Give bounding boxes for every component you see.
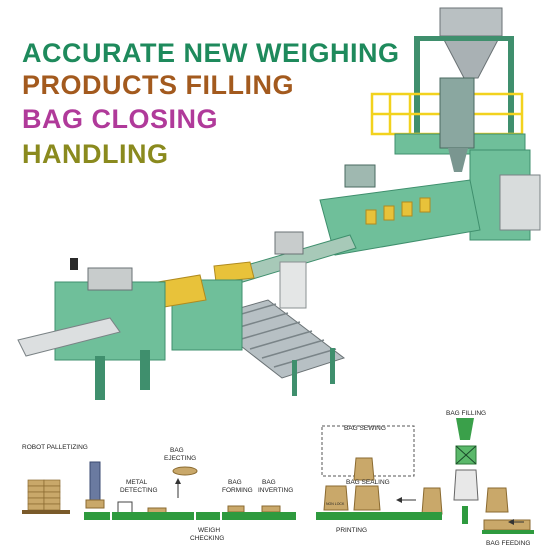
- process-flow-diagram: ROBOT PALLETIZING METAL DETECTING BAG EJ…: [22, 410, 534, 547]
- hopper-funnel: [441, 35, 501, 79]
- label-bag-inverting: BAG: [262, 479, 276, 486]
- ejected-bag: [172, 466, 198, 476]
- conveyor: [316, 512, 442, 520]
- indicator-light: [70, 258, 78, 270]
- label-bag-sealing: BAG SEALING: [346, 479, 390, 486]
- label-metal-detecting: DETECTING: [120, 487, 158, 494]
- filling-spout: [456, 418, 474, 440]
- label-bag-ejecting: EJECTING: [164, 455, 196, 462]
- weigh-conveyor: [196, 512, 220, 520]
- bags-on-line: [365, 197, 431, 225]
- pallet: [22, 510, 70, 514]
- former-leg: [95, 356, 105, 400]
- tower-beam: [414, 36, 514, 41]
- headline-handling: HANDLING: [22, 139, 169, 169]
- tower-leg: [414, 36, 420, 146]
- pallet-stack: [27, 479, 61, 511]
- former-control-panel: [87, 267, 133, 291]
- conveyor: [144, 512, 194, 520]
- label-metal-detecting: METAL: [126, 479, 148, 486]
- label-printing: PRINTING: [336, 527, 367, 534]
- label-weigh-checking: CHECKING: [190, 535, 224, 542]
- label-bag-inverting: INVERTING: [258, 487, 293, 494]
- label-bag-sewing: BAG SEWING: [344, 425, 386, 432]
- checkweigher-display: [274, 231, 304, 255]
- label-weigh-checking: WEIGH: [198, 527, 220, 534]
- empty-bag: [485, 487, 509, 513]
- label-bag-feeding: BAG FEEDING: [486, 540, 530, 547]
- filled-bag-icon: [421, 487, 443, 515]
- printing-bag: [323, 485, 349, 511]
- label-bag-filling: BAG FILLING: [446, 410, 486, 417]
- control-cabinet: [344, 164, 376, 188]
- label-bag-ejecting: BAG: [170, 447, 184, 454]
- headline-closing: BAG CLOSING: [22, 104, 219, 134]
- fill-stand: [462, 506, 468, 524]
- label-robot-palletizing: ROBOT PALLETIZING: [22, 444, 88, 451]
- feed-hopper: [439, 7, 503, 37]
- conveyor: [84, 512, 110, 520]
- machine-photo: [17, 7, 541, 400]
- former-leg: [140, 350, 150, 390]
- sewing-machine-body: [319, 179, 481, 256]
- feeder-conveyor: [482, 530, 534, 534]
- metal-detector-cabinet: [279, 261, 307, 309]
- label-non-lock: NON LOCK: [326, 502, 345, 506]
- headline-weighing: ACCURATE NEW WEIGHING: [22, 38, 400, 68]
- weigher-unit: [439, 77, 475, 149]
- bag: [227, 505, 245, 513]
- sewing-bag: [353, 457, 375, 481]
- label-bag-forming: BAG: [228, 479, 242, 486]
- tower-leg: [508, 36, 514, 146]
- bag-magazine: [499, 174, 541, 231]
- input-belt: [17, 317, 121, 357]
- sealing-bag: [353, 485, 381, 511]
- conveyor: [222, 512, 296, 520]
- robot-bag: [85, 499, 105, 509]
- bag: [261, 505, 281, 513]
- bag-being-filled: [453, 469, 479, 501]
- robot-arm: [89, 461, 101, 503]
- filled-bag: [213, 261, 255, 283]
- discharge-chute: [448, 148, 468, 172]
- conveyor: [112, 512, 150, 520]
- label-bag-forming: FORMING: [222, 487, 253, 494]
- headline-filling: PRODUCTS FILLING: [22, 70, 294, 100]
